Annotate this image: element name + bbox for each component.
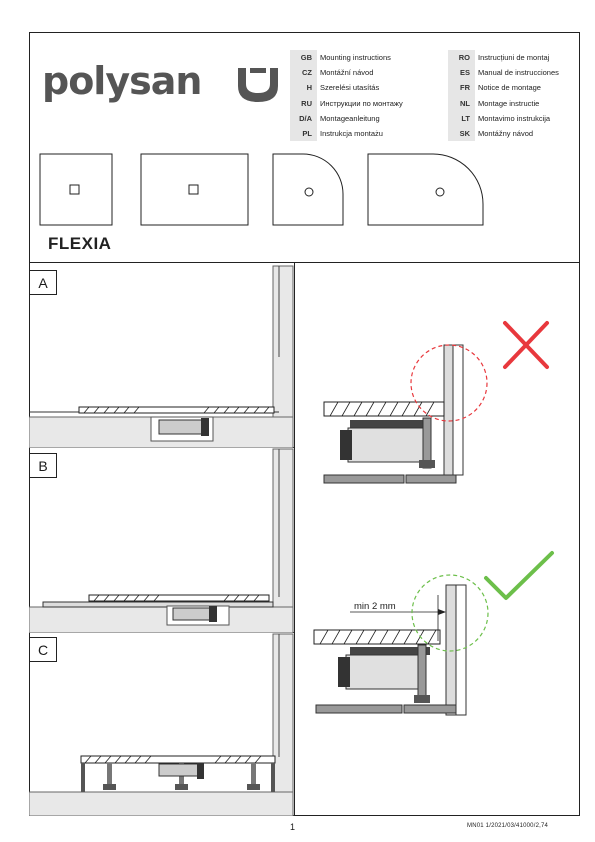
- step-label-c: C: [29, 637, 57, 662]
- brand-logo: polysan: [42, 59, 202, 103]
- lang-text: Notice de montage: [478, 83, 541, 93]
- column-divider: [294, 262, 295, 816]
- lang-code: LT: [448, 110, 475, 127]
- lang-text: Instrucțiuni de montaj: [478, 53, 550, 62]
- section-divider: [29, 262, 580, 263]
- lang-text: Mounting instructions: [320, 53, 391, 62]
- step-a-illustration: [29, 265, 294, 448]
- lang-text: Montážní návod: [320, 68, 374, 78]
- lang-text: Montavimo instrukcija: [478, 113, 551, 123]
- wrong-highlight-circle: [410, 344, 488, 422]
- tray-shapes: [39, 153, 484, 226]
- lang-code: H: [290, 80, 317, 96]
- lang-code: ES: [448, 65, 475, 81]
- correct-installation-detail: min 2 mm: [313, 551, 554, 716]
- step-label-b: B: [29, 453, 57, 478]
- step-c-illustration: [29, 633, 294, 816]
- lang-code: D/A: [290, 110, 317, 127]
- document-code: MN01 1/2021/03/41000/2,74: [467, 823, 549, 829]
- correct-highlight-circle: [411, 574, 489, 652]
- step-b-illustration: [29, 448, 294, 633]
- product-title: FLEXIA: [48, 234, 112, 253]
- lang-text: Инструкции по монтажу: [320, 98, 403, 108]
- lang-code: FR: [448, 80, 475, 96]
- lang-code: GB: [290, 50, 317, 66]
- lang-text: Instrukcja montażu: [320, 129, 383, 139]
- lang-text: Montážny návod: [478, 129, 534, 139]
- wrong-installation-detail: [323, 321, 549, 484]
- page-number: 1: [290, 822, 296, 832]
- lang-code: RO: [448, 50, 475, 66]
- wrong-cross-icon: [503, 321, 549, 369]
- lang-code: CZ: [290, 65, 317, 81]
- tray-logo-icon: [238, 68, 278, 102]
- quadrant-tray-shape: [272, 153, 344, 226]
- gap-annotation: min 2 mm: [354, 601, 396, 612]
- square-tray-shape: [39, 153, 113, 226]
- lang-text: Szerelési utasítás: [320, 83, 380, 93]
- lang-code: PL: [290, 126, 317, 142]
- check-mark-icon: [484, 551, 554, 600]
- lang-code: SK: [448, 126, 475, 142]
- offset-quadrant-tray-shape: [367, 153, 484, 226]
- lang-text: Montageanleitung: [320, 113, 380, 123]
- rectangle-tray-shape: [140, 153, 249, 226]
- lang-code: NL: [448, 95, 475, 111]
- step-label-a: A: [29, 270, 57, 295]
- lang-text: Montage instructie: [478, 98, 540, 108]
- lang-text: Manual de instrucciones: [478, 68, 559, 78]
- lang-code: RU: [290, 95, 317, 111]
